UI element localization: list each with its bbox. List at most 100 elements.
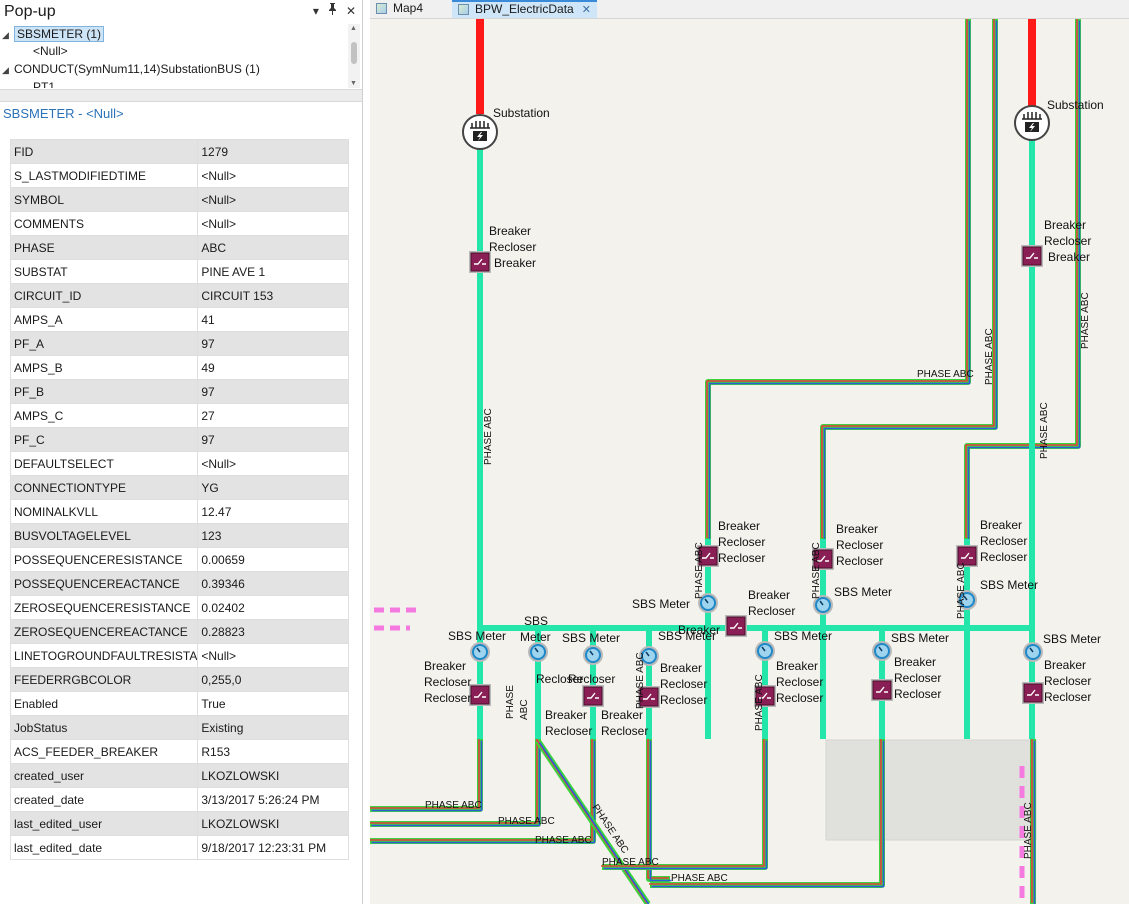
attribute-name: POSSEQUENCEREACTANCE <box>11 572 198 596</box>
recloser-icon[interactable] <box>1022 682 1044 704</box>
attribute-row[interactable]: AMPS_A41 <box>11 308 349 332</box>
attribute-row[interactable]: ZEROSEQUENCERESISTANCE0.02402 <box>11 596 349 620</box>
phase-label: PHASE ABC <box>671 873 728 884</box>
meter-label: SBS Meter <box>658 629 716 643</box>
attribute-row[interactable]: PF_B97 <box>11 380 349 404</box>
phase-label: PHASE ABC <box>694 542 705 599</box>
recloser-icon[interactable] <box>1021 245 1043 267</box>
sbs-meter-icon[interactable] <box>528 642 548 662</box>
tree-scrollbar[interactable]: ▲ ▼ <box>348 24 360 88</box>
attribute-row[interactable]: SYMBOL<Null> <box>11 188 349 212</box>
scroll-thumb[interactable] <box>351 42 357 64</box>
sbs-meter-icon[interactable] <box>470 642 490 662</box>
attribute-row[interactable]: CONNECTIONTYPEYG <box>11 476 349 500</box>
attribute-row[interactable]: DEFAULTSELECT<Null> <box>11 452 349 476</box>
scroll-up-icon[interactable]: ▲ <box>350 25 357 32</box>
device-label: Recloser <box>748 604 795 618</box>
attribute-row[interactable]: AMPS_C27 <box>11 404 349 428</box>
phase-label: PHASE ABC <box>425 800 482 811</box>
tree-node-label[interactable]: PT1 <box>33 80 55 88</box>
device-label: Recloser <box>424 675 471 689</box>
sbs-meter-icon[interactable] <box>583 645 603 665</box>
device-label: Breaker <box>660 661 702 675</box>
attribute-value: YG <box>198 476 349 500</box>
recloser-icon[interactable] <box>871 679 893 701</box>
attribute-row[interactable]: POSSEQUENCERESISTANCE0.00659 <box>11 548 349 572</box>
recloser-icon[interactable] <box>725 615 747 637</box>
tab-map4[interactable]: Map4 <box>376 0 423 18</box>
tree-node-null[interactable]: <Null> <box>33 43 68 59</box>
scroll-down-icon[interactable]: ▼ <box>350 80 357 87</box>
map-icon <box>376 3 387 14</box>
tree-node-label[interactable]: <Null> <box>33 44 68 58</box>
sbs-meter-icon[interactable] <box>872 641 892 661</box>
substation-icon[interactable] <box>1015 106 1049 140</box>
tab-bpw-electricdata[interactable]: BPW_ElectricData✕ <box>452 0 597 18</box>
tree-node-pt1[interactable]: PT1 <box>33 79 55 88</box>
expand-triangle-icon[interactable]: ◢ <box>2 62 14 78</box>
attribute-row[interactable]: created_userLKOZLOWSKI <box>11 764 349 788</box>
attribute-row[interactable]: FID1279 <box>11 140 349 164</box>
map-canvas[interactable]: SubstationSubstationBreakerRecloserBreak… <box>370 19 1129 904</box>
attribute-value: 9/18/2017 12:23:31 PM <box>198 836 349 860</box>
attribute-row[interactable]: S_LASTMODIFIEDTIME<Null> <box>11 164 349 188</box>
attribute-row[interactable]: NOMINALKVLL12.47 <box>11 500 349 524</box>
device-label: Recloser <box>545 724 592 738</box>
device-label: Recloser <box>718 535 765 549</box>
expand-triangle-icon[interactable]: ◢ <box>2 27 14 43</box>
substation-icon[interactable] <box>463 115 497 149</box>
tree-node-label[interactable]: SBSMETER (1) <box>14 26 104 42</box>
sbs-meter-icon[interactable] <box>1023 642 1043 662</box>
phase-label: PHASE ABC <box>1080 292 1091 349</box>
attribute-row[interactable]: SUBSTATPINE AVE 1 <box>11 260 349 284</box>
attribute-value: 0.28823 <box>198 620 349 644</box>
recloser-icon[interactable] <box>469 684 491 706</box>
attribute-name: LINETOGROUNDFAULTRESISTA <box>11 644 198 668</box>
attribute-name: COMMENTS <box>11 212 198 236</box>
close-tab-icon[interactable]: ✕ <box>582 4 591 16</box>
sbs-meter-icon[interactable] <box>755 641 775 661</box>
meter-label: SBS <box>524 614 548 628</box>
attribute-row[interactable]: JobStatusExisting <box>11 716 349 740</box>
close-icon[interactable]: ✕ <box>346 3 356 19</box>
attribute-value: CIRCUIT 153 <box>198 284 349 308</box>
map-view[interactable]: SubstationSubstationBreakerRecloserBreak… <box>370 19 1129 904</box>
tree-node-sbsmeter[interactable]: ◢SBSMETER (1) <box>2 26 104 43</box>
device-label: Recloser <box>601 724 648 738</box>
tree-node-label[interactable]: CONDUCT(SymNum11,14)SubstationBUS (1) <box>14 62 260 76</box>
attribute-row[interactable]: BUSVOLTAGELEVEL123 <box>11 524 349 548</box>
attribute-row[interactable]: last_edited_date9/18/2017 12:23:31 PM <box>11 836 349 860</box>
attribute-name: SUBSTAT <box>11 260 198 284</box>
attribute-row[interactable]: last_edited_userLKOZLOWSKI <box>11 812 349 836</box>
attribute-value: 97 <box>198 428 349 452</box>
attribute-name: PF_B <box>11 380 198 404</box>
substation-label: Substation <box>493 106 550 120</box>
attribute-row[interactable]: PF_C97 <box>11 428 349 452</box>
recloser-icon[interactable] <box>582 685 604 707</box>
pane-menu-icon[interactable]: ▾ <box>313 3 319 19</box>
attribute-row[interactable]: POSSEQUENCEREACTANCE0.39346 <box>11 572 349 596</box>
device-label: Breaker <box>1044 218 1086 232</box>
attribute-row[interactable]: CIRCUIT_IDCIRCUIT 153 <box>11 284 349 308</box>
meter-label: SBS Meter <box>1043 632 1101 646</box>
attribute-row[interactable]: ACS_FEEDER_BREAKERR153 <box>11 740 349 764</box>
phase-label: PHASE ABC <box>635 652 646 709</box>
phase-label: PHASE ABC <box>1039 402 1050 459</box>
device-label: Recloser <box>894 687 941 701</box>
attribute-row[interactable]: LINETOGROUNDFAULTRESISTA<Null> <box>11 644 349 668</box>
attribute-row[interactable]: PF_A97 <box>11 332 349 356</box>
attribute-row[interactable]: EnabledTrue <box>11 692 349 716</box>
recloser-icon[interactable] <box>469 251 491 273</box>
attribute-row[interactable]: COMMENTS<Null> <box>11 212 349 236</box>
device-label: Recloser <box>836 554 883 568</box>
attribute-row[interactable]: ZEROSEQUENCEREACTANCE0.28823 <box>11 620 349 644</box>
pin-icon[interactable] <box>328 3 337 19</box>
attribute-row[interactable]: PHASEABC <box>11 236 349 260</box>
tree-node-conduct[interactable]: ◢CONDUCT(SymNum11,14)SubstationBUS (1) <box>2 61 260 78</box>
device-label: Recloser <box>980 534 1027 548</box>
device-label: Recloser <box>660 693 707 707</box>
attribute-row[interactable]: created_date3/13/2017 5:26:24 PM <box>11 788 349 812</box>
attribute-row[interactable]: FEEDERRGBCOLOR0,255,0 <box>11 668 349 692</box>
pane-splitter[interactable] <box>0 89 362 102</box>
attribute-row[interactable]: AMPS_B49 <box>11 356 349 380</box>
